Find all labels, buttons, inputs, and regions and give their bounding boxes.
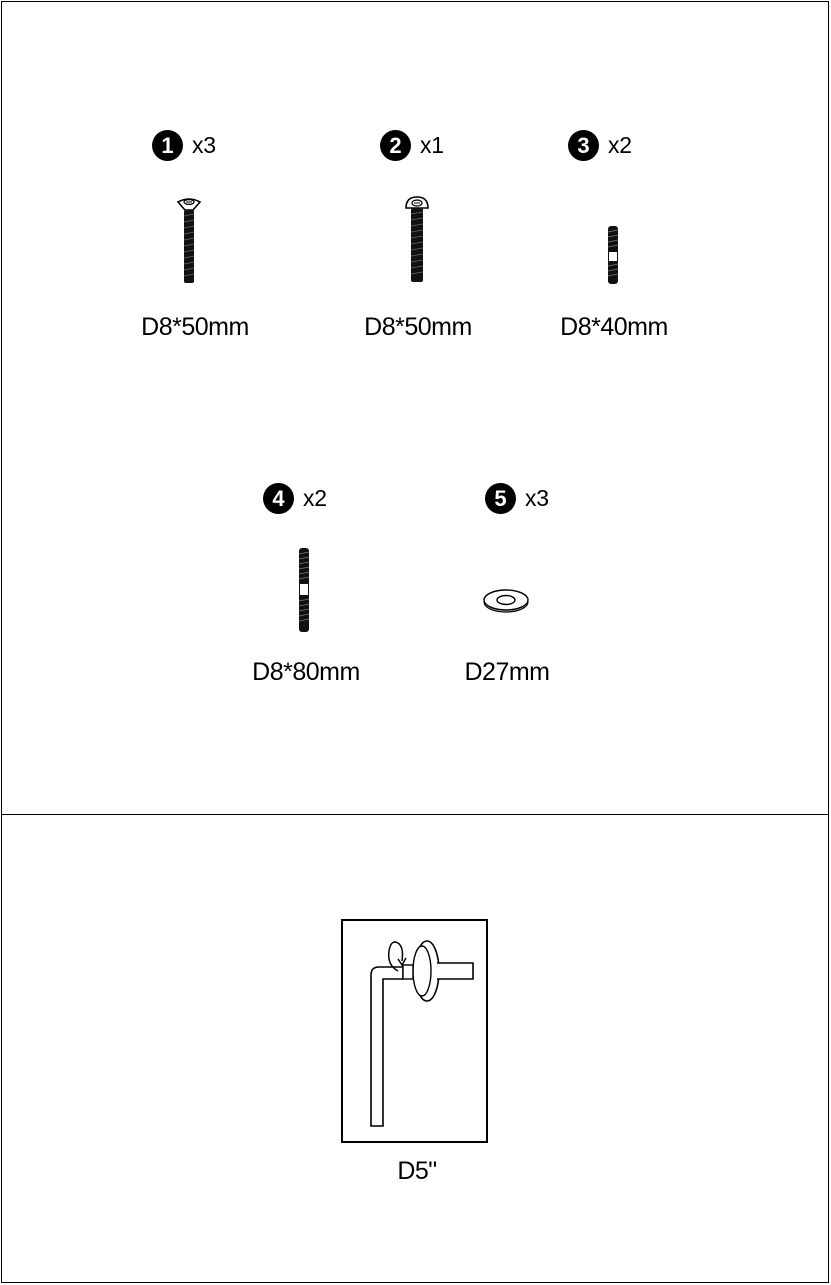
part-size-label: D27mm [464,658,550,686]
washer-icon [483,589,529,613]
threaded-stud-icon [298,548,310,632]
countersunk-bolt-icon [176,198,202,283]
part-size-label: D8*50mm [141,313,249,341]
part-size-label: D8*80mm [252,658,360,686]
part-quantity: x3 [192,132,216,158]
part-quantity: x1 [420,132,444,158]
part-size-label: D8*40mm [560,313,668,341]
part-quantity: x2 [303,485,327,511]
part-number-badge: 2 [380,130,411,161]
allen-key-panel [341,919,488,1143]
part-number-badge: 1 [152,130,183,161]
part-number-badge: 5 [485,483,516,514]
part-quantity: x3 [525,485,549,511]
button-head-bolt-icon [405,196,429,282]
part-number-badge: 4 [263,483,294,514]
threaded-stud-icon [607,226,619,284]
section-divider [1,814,829,815]
part-quantity: x2 [608,132,632,158]
part-number-badge: 3 [568,130,599,161]
part-size-label: D8*50mm [364,313,472,341]
tool-size-label: D5" [397,1157,437,1185]
allen-key-icon [370,940,474,1127]
